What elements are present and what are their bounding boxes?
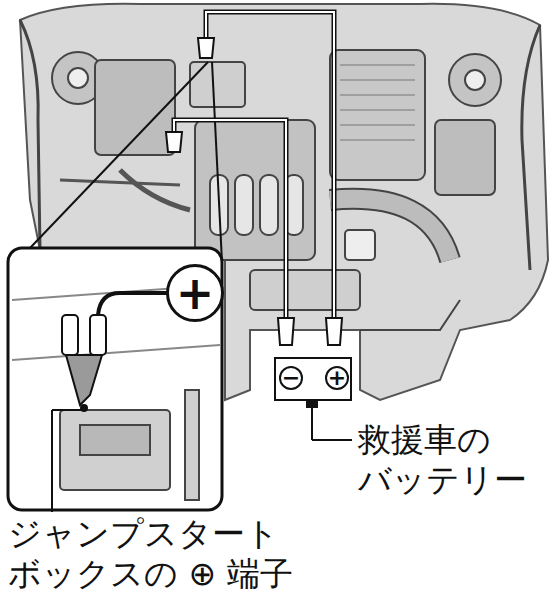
terminal-symbol: +: [169, 267, 221, 319]
part-label: ジャンプスタート ボックスの ⊕ 端子: [8, 514, 338, 593]
terminal-symbol: +: [325, 366, 349, 390]
plus-terminal-badge: +: [166, 264, 224, 322]
battery-box: −+: [274, 357, 352, 401]
part-label: 救援車の バッテリー: [358, 420, 550, 499]
terminal-symbol: −: [279, 366, 303, 390]
